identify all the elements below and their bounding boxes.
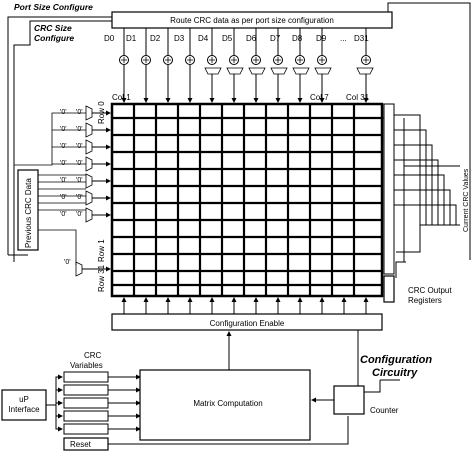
top-mux-row — [204, 67, 374, 75]
svg-text:D2: D2 — [150, 34, 161, 43]
crc-output-registers-box — [383, 275, 395, 303]
configuration-enable-box — [111, 313, 383, 331]
svg-text:'0': '0' — [76, 160, 83, 167]
crc-variables-stack — [63, 371, 109, 435]
col31-label: Col 31 — [346, 93, 370, 102]
svg-text:'0': '0' — [60, 109, 67, 116]
svg-text:'0': '0' — [76, 177, 83, 184]
crc-variables-label-1: CRC — [84, 351, 102, 360]
output-bus — [382, 103, 457, 278]
svg-text:'0': '0' — [60, 160, 67, 167]
svg-text:'0': '0' — [76, 126, 83, 133]
crc-variables-label-2: Variables — [70, 361, 103, 370]
matrix-computation-box — [139, 369, 311, 441]
route-crc-box — [111, 11, 393, 29]
svg-text:D6: D6 — [246, 34, 257, 43]
counter-box — [333, 385, 365, 415]
up-interface-label-2: Interface — [8, 405, 40, 414]
svg-text:'0': '0' — [60, 126, 67, 133]
row1-label: Row 1 — [97, 239, 106, 262]
col1-label: Col 1 — [112, 93, 131, 102]
row31-label: Row 31 — [97, 264, 106, 292]
matrix-computation-label: Matrix Computation — [193, 399, 262, 408]
port-size-configure-label: Port Size Configure — [14, 2, 93, 12]
crc-size-configure-label-1: CRC Size — [34, 23, 72, 33]
svg-text:D0: D0 — [104, 34, 115, 43]
config-enable-arrows — [121, 297, 369, 314]
svg-text:D1: D1 — [126, 34, 137, 43]
svg-text:'0': '0' — [60, 194, 67, 201]
config-lines — [7, 2, 471, 260]
svg-text:...: ... — [340, 34, 347, 43]
up-interface-label-1: uP — [19, 395, 29, 404]
configuration-circuitry-label-2: Circuitry — [372, 367, 418, 379]
svg-text:'0': '0' — [76, 109, 83, 116]
svg-text:D8: D8 — [292, 34, 303, 43]
svg-text:D31: D31 — [354, 34, 369, 43]
data-input-labels: D0 D1 D2 D3 D4 D5 D6 D7 D8 D9 ... D31 — [104, 34, 369, 43]
crc-size-configure-label-2: Configure — [34, 33, 74, 43]
current-crc-lines — [404, 165, 460, 226]
counter-label: Counter — [370, 406, 399, 415]
crc-output-registers-label-1: CRC Output — [408, 286, 452, 295]
svg-text:D9: D9 — [316, 34, 327, 43]
row-muxes: '0' '0' '0' '0' '0' '0' '0' '0' '0' '0' '0' '0… — [8, 105, 111, 277]
svg-text:D7: D7 — [270, 34, 281, 43]
current-crc-values-label: Current CRC Values — [463, 168, 470, 232]
configuration-circuitry-label-1: Configuration — [360, 354, 432, 366]
reset-label: Reset — [70, 440, 92, 449]
route-crc-label: Route CRC data as per port size configur… — [170, 16, 334, 25]
configuration-enable-label: Configuration Enable — [210, 319, 285, 328]
column-feed-lines — [121, 65, 369, 103]
svg-text:'0': '0' — [64, 259, 71, 266]
svg-text:'0': '0' — [60, 177, 67, 184]
xor-plus-signs — [121, 57, 369, 63]
svg-text:'0': '0' — [76, 143, 83, 150]
row0-label: Row 0 — [97, 101, 106, 124]
svg-text:'0': '0' — [60, 211, 67, 218]
svg-text:'0': '0' — [76, 194, 83, 201]
crc-output-registers-label-2: Registers — [408, 296, 442, 305]
previous-crc-data-box — [17, 169, 39, 251]
svg-text:D5: D5 — [222, 34, 233, 43]
svg-text:'0': '0' — [76, 211, 83, 218]
svg-text:D3: D3 — [174, 34, 185, 43]
crc-matrix — [110, 102, 384, 298]
col7-label: Col 7 — [310, 93, 329, 102]
svg-text:'0': '0' — [60, 143, 67, 150]
previous-crc-data-label: Previous CRC Data — [24, 178, 33, 248]
up-interface-box — [1, 389, 47, 421]
svg-text:D4: D4 — [198, 34, 209, 43]
